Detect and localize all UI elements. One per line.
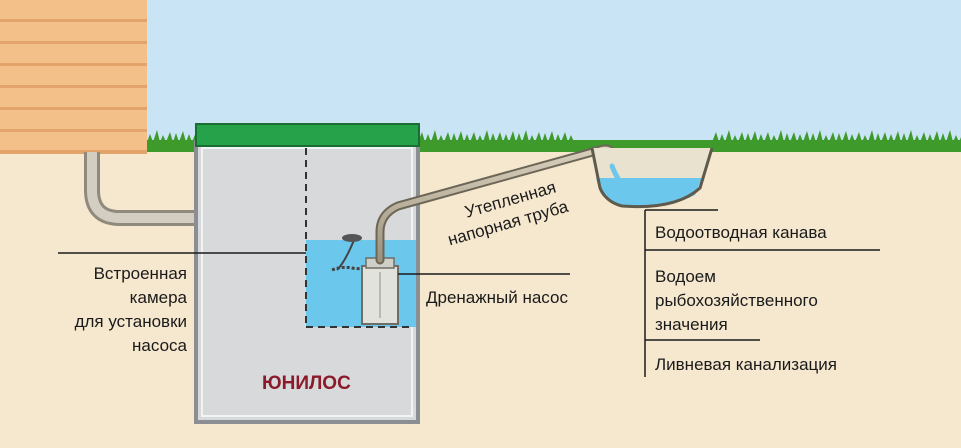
drainage-pump bbox=[361, 257, 399, 325]
chamber-label-line2: камера bbox=[130, 288, 188, 307]
float-switch bbox=[331, 234, 371, 272]
reservoir-label: Водоем рыбохозяйственного значения bbox=[655, 267, 818, 334]
chamber-label: Встроенная камера для установки насоса bbox=[75, 264, 188, 355]
reservoir-label-line2: рыбохозяйственного bbox=[655, 291, 818, 310]
house-wall bbox=[0, 0, 147, 154]
chamber-label-line3: для установки bbox=[75, 312, 187, 331]
chamber-label-line4: насоса bbox=[132, 336, 187, 355]
outlet-ditch-label: Водоотводная канава bbox=[655, 223, 827, 242]
brand-label: ЮНИЛОС bbox=[262, 373, 351, 394]
ground bbox=[0, 146, 961, 448]
tank-lid bbox=[195, 123, 420, 147]
storm-sewer-label: Ливневая канализация bbox=[655, 355, 837, 374]
reservoir-label-line3: значения bbox=[655, 315, 728, 334]
reservoir-label-line1: Водоем bbox=[655, 267, 716, 286]
chamber-label-line1: Встроенная bbox=[94, 264, 187, 283]
outlet-ditch bbox=[590, 147, 714, 209]
sky bbox=[0, 0, 961, 148]
leader-lines bbox=[58, 209, 880, 377]
pump-label: Дренажный насос bbox=[426, 288, 568, 307]
